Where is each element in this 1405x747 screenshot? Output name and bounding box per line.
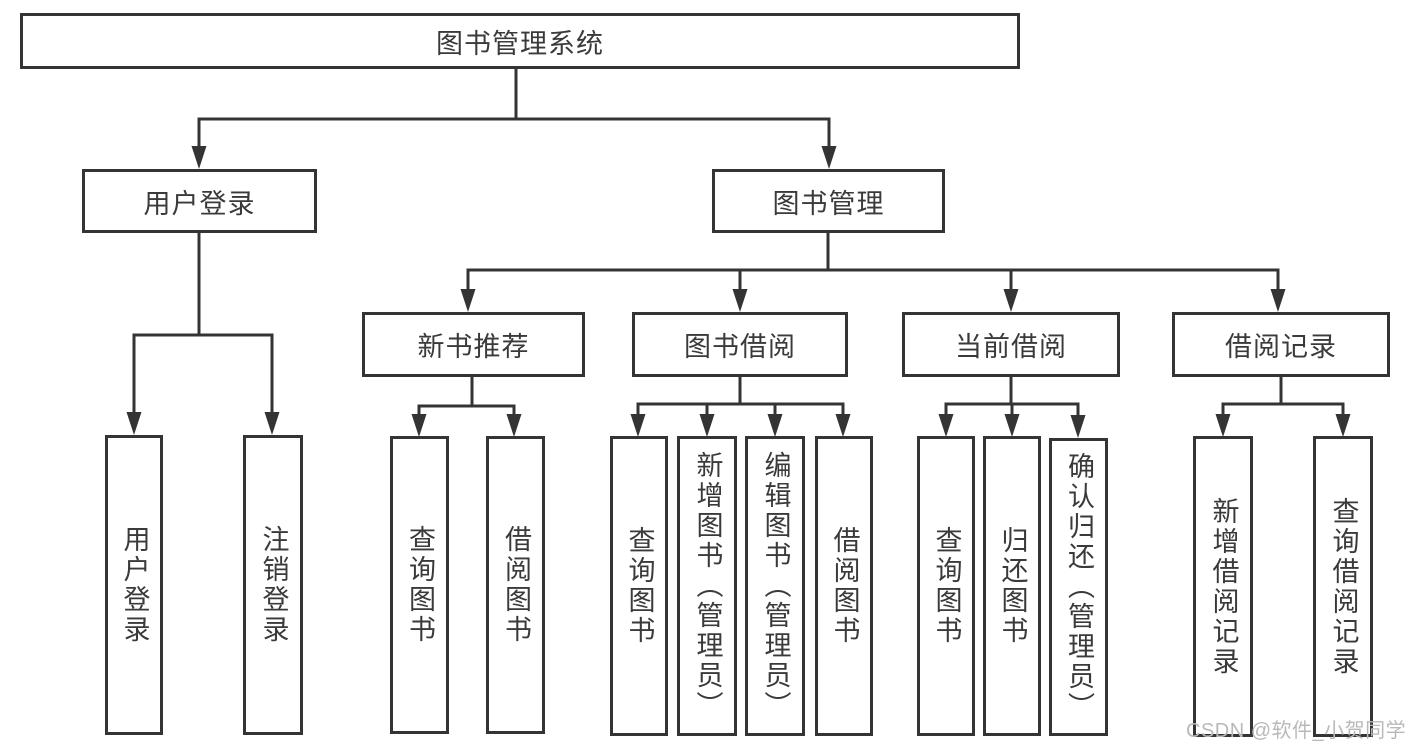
node-user-login: 用户登录 — [82, 169, 317, 233]
leaf-borrow-add-books-admin: 新增图书（管理员） — [677, 436, 737, 736]
node-new-book-recommend: 新书推荐 — [362, 312, 585, 377]
leaf-newbook-query-books: 查询图书 — [390, 436, 449, 734]
leaf-records-add-record-label: 新增借阅记录 — [1208, 496, 1239, 677]
leaf-newbook-query-books-label: 查询图书 — [405, 525, 435, 645]
leaf-borrow-borrow-books: 借阅图书 — [815, 436, 873, 736]
leaf-user-login-label: 用户登录 — [119, 525, 150, 645]
connector-currentborrow-to-leaves — [938, 377, 1086, 438]
node-current-borrow-label: 当前借阅 — [955, 332, 1067, 362]
leaf-records-query-record: 查询借阅记录 — [1313, 436, 1373, 737]
leaf-borrow-add-books-admin-label: 新增图书（管理员） — [692, 451, 723, 721]
leaf-current-confirm-return-admin: 确认归还（管理员） — [1049, 438, 1108, 736]
csdn-watermark: CSDN @软件_小贺同学 — [1186, 720, 1405, 742]
leaf-records-query-record-label: 查询借阅记录 — [1328, 496, 1359, 677]
node-book-borrow: 图书借阅 — [632, 312, 848, 377]
node-library-system-label: 图书管理系统 — [436, 28, 604, 59]
node-new-book-recommend-label: 新书推荐 — [417, 332, 530, 362]
leaf-current-return-books-label: 归还图书 — [997, 526, 1028, 646]
leaf-user-login: 用户登录 — [105, 435, 163, 735]
node-book-management-label: 图书管理 — [772, 188, 885, 219]
leaf-borrow-query-books-label: 查询图书 — [624, 526, 655, 646]
leaf-current-query-books-label: 查询图书 — [931, 526, 962, 646]
leaf-logout: 注销登录 — [243, 435, 303, 735]
connector-root-to-level2 — [191, 69, 837, 169]
leaf-records-add-record: 新增借阅记录 — [1193, 436, 1253, 737]
node-borrow-records-label: 借阅记录 — [1225, 332, 1337, 362]
node-user-login-label: 用户登录 — [143, 188, 256, 219]
node-book-management: 图书管理 — [712, 169, 945, 233]
leaf-borrow-edit-books-admin: 编辑图书（管理员） — [745, 436, 805, 736]
connector-bookmgmt-to-level3 — [460, 233, 1286, 312]
connector-userlogin-to-leaves — [126, 233, 280, 435]
leaf-borrow-edit-books-admin-label: 编辑图书（管理员） — [760, 451, 791, 721]
connector-newbook-to-leaves — [411, 377, 522, 437]
node-library-system: 图书管理系统 — [20, 13, 1020, 69]
leaf-logout-label: 注销登录 — [258, 525, 289, 645]
node-current-borrow: 当前借阅 — [902, 312, 1120, 377]
connector-records-to-leaves — [1215, 377, 1351, 437]
leaf-newbook-borrow-books: 借阅图书 — [486, 436, 545, 734]
leaf-current-confirm-return-admin-label: 确认归还（管理员） — [1064, 452, 1094, 722]
connector-bookborrow-to-leaves — [630, 377, 851, 437]
leaf-borrow-query-books: 查询图书 — [610, 436, 668, 736]
leaf-borrow-borrow-books-label: 借阅图书 — [829, 526, 860, 646]
leaf-current-query-books: 查询图书 — [917, 436, 975, 736]
node-book-borrow-label: 图书借阅 — [684, 332, 796, 362]
leaf-current-return-books: 归还图书 — [983, 436, 1041, 736]
leaf-newbook-borrow-books-label: 借阅图书 — [501, 525, 531, 645]
node-borrow-records: 借阅记录 — [1172, 312, 1390, 377]
